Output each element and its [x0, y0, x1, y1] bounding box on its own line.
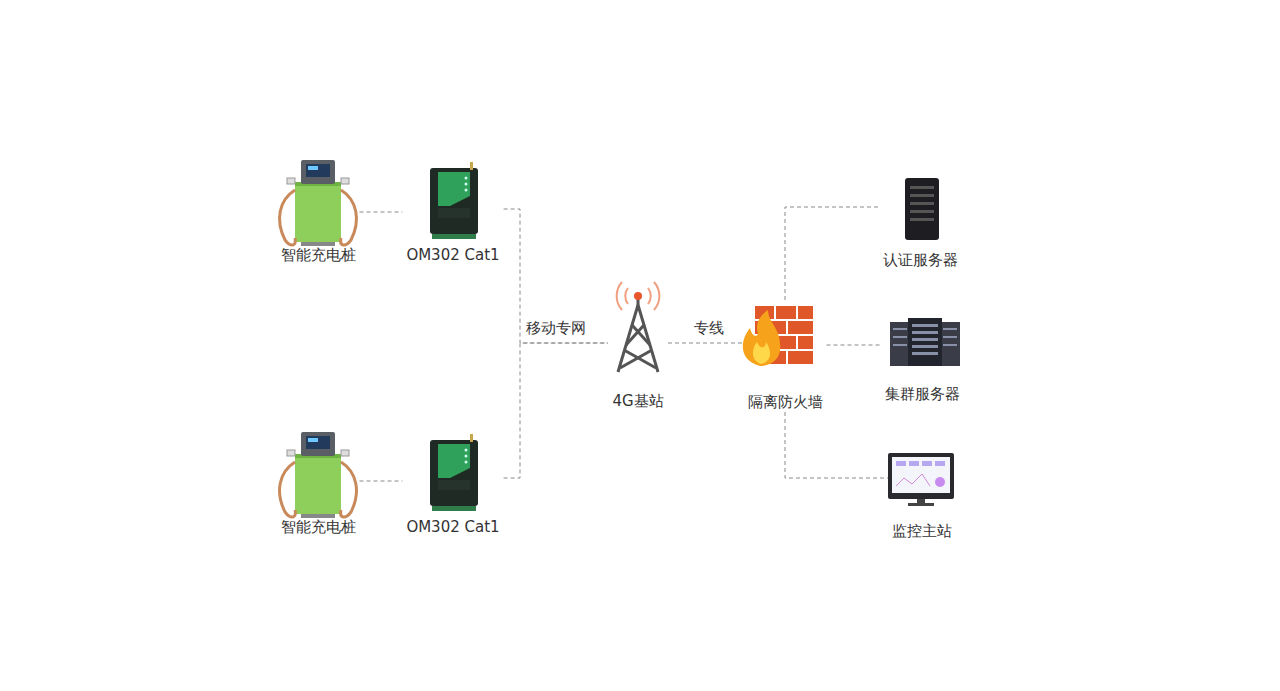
node-label: 智能充电桩: [277, 517, 360, 537]
edge-label: 移动专网: [524, 318, 588, 338]
dashed-connector: [360, 212, 403, 213]
router-node: OM302 Cat1: [402, 160, 503, 265]
charger-node: 智能充电桩: [277, 158, 360, 265]
dashed-connector: [668, 343, 744, 344]
edge-label: 专线: [692, 318, 726, 338]
server-node: 认证服务器: [879, 172, 962, 270]
server-node: 集群服务器: [881, 312, 964, 404]
node-label: 4G基站: [608, 391, 668, 411]
dashed-connector: [785, 207, 879, 300]
dashed-connector: [785, 412, 888, 478]
router-node: OM302 Cat1: [402, 432, 503, 537]
dashed-connector: [360, 481, 403, 482]
node-label: 认证服务器: [879, 250, 962, 270]
base-station-node: 4G基站: [608, 272, 668, 411]
node-label: OM302 Cat1: [402, 517, 503, 537]
dashed-connector: [827, 345, 881, 346]
dashed-connector: [504, 209, 608, 343]
dashed-connector: [504, 343, 608, 478]
charger-node: 智能充电桩: [277, 430, 360, 537]
node-label: 集群服务器: [881, 384, 964, 404]
node-label: 智能充电桩: [277, 245, 360, 265]
node-label: OM302 Cat1: [402, 245, 503, 265]
node-label: 监控主站: [888, 521, 956, 541]
monitor-node: 监控主站: [888, 446, 956, 541]
firewall-node: 隔离防火墙: [744, 300, 827, 412]
node-label: 隔离防火墙: [744, 392, 827, 412]
